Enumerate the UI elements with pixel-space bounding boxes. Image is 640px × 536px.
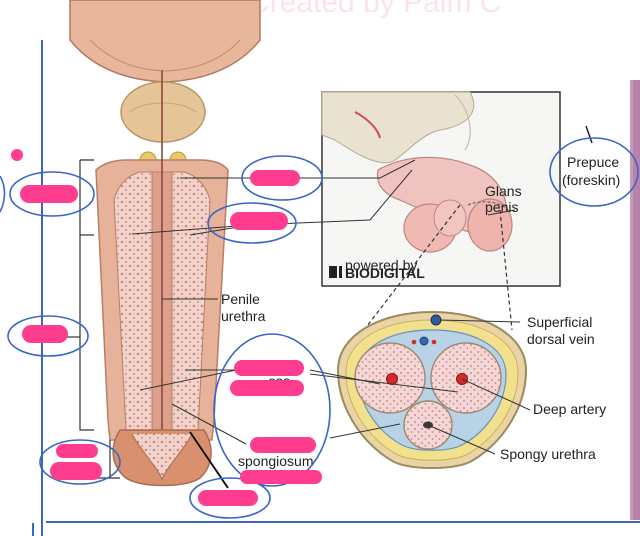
annotation-oval-8 [549,137,639,207]
redaction-7 [234,360,304,376]
label-spongy-urethra: Spongy urethra [500,446,596,462]
watermark-text: Created by Palm C [248,0,501,19]
label-prepuce-1: Prepuce [567,154,619,170]
label-superficial-dorsal-vein-1: Superficial [527,314,592,330]
annotation-oval-2 [7,315,89,357]
redaction-2 [22,325,68,343]
powered-by-text: powered by [345,257,417,273]
redaction-1 [20,185,78,203]
annotation-oval-1 [9,171,95,217]
pelvic-bone [321,91,475,164]
shaft-bracket [79,159,94,431]
prostate [120,81,206,143]
deep-dorsal-vein [419,336,429,346]
bladder [69,0,261,83]
redaction-3 [56,444,98,458]
redaction-8 [230,380,304,396]
label-glans-1: Glans [485,183,522,199]
label-deep-artery: Deep artery [533,401,606,417]
pink-dot [11,149,23,161]
deep-artery-left [386,373,398,385]
glans-3d [467,198,513,252]
label-glans-2: penis [485,199,518,215]
annotation-oval-4 [241,155,323,201]
annotation-oval-6 [213,333,331,487]
highlighter-redactions [11,149,322,506]
redaction-5 [250,170,300,186]
label-prepuce-2: (foreskin) [562,172,620,188]
annotation-oval-3 [39,439,121,485]
label-superficial-dorsal-vein-2: dorsal vein [527,331,595,347]
longitudinal-section [66,0,318,489]
biodigital-inset: powered by BIODIGITAL [321,91,561,287]
label-penile-urethra-2: urethra [221,308,266,324]
annotation-oval-7 [189,477,271,519]
label-penile-urethra-1: Penile [221,291,260,307]
annotation-oval-5 [207,202,297,244]
redaction-4 [50,462,102,480]
label-partial-spongiosum: spongiosum [238,453,314,469]
superficial-dorsal-vein [430,314,442,326]
cross-section [336,310,528,469]
annotation-ovals [7,137,639,519]
brand-name: BIODIGITAL [345,265,425,281]
redaction-11 [198,490,258,506]
redaction-6 [230,212,288,230]
redaction-10 [240,470,322,484]
redaction-9 [250,437,316,453]
